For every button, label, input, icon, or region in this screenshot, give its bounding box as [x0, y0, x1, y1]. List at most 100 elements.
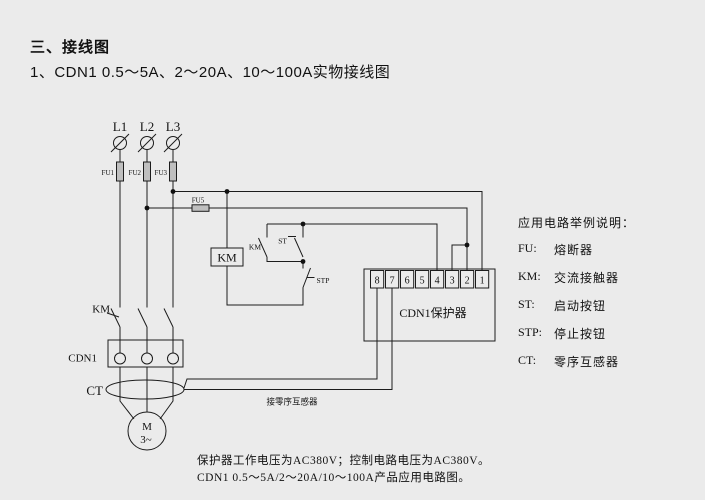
junction-coil-feed	[224, 189, 230, 194]
breaker-cdn1: CDN1	[68, 339, 184, 368]
wire-control-to-terminal4	[267, 223, 438, 271]
ct-label: CT	[86, 383, 103, 398]
legend-key-fu: FU:	[518, 241, 537, 255]
coil-label: KM	[217, 251, 237, 265]
junction-start-top	[300, 221, 306, 227]
phase-label-l3: L3	[166, 119, 180, 134]
junction-l2-feed	[144, 205, 150, 211]
terminal-slash-l3	[163, 133, 183, 153]
fuse-body-fu2	[143, 161, 151, 182]
terminal-box-8	[370, 270, 385, 289]
legend-key-st: ST:	[518, 297, 535, 311]
junction-l3-feed	[170, 189, 176, 194]
fuse-label-fu2: FU2	[129, 169, 142, 177]
motor: M 3~	[127, 411, 167, 451]
terminal-number-6: 6	[405, 276, 410, 287]
phase-label-l1: L1	[113, 119, 127, 134]
fuse-fu2: FU2	[129, 149, 151, 182]
footer-line1: 保护器工作电压为AC380V；控制电路电压为AC380V。	[197, 455, 491, 467]
fuse-label-fu3: FU3	[155, 169, 168, 177]
terminal-box-5	[415, 270, 430, 289]
legend-value-fu: 熔断器	[554, 243, 594, 257]
wire-coil-bottom	[226, 266, 304, 306]
ct-secondary-wires	[183, 288, 393, 390]
title-block: 三、接线图 1、CDN1 0.5～5A、2～20A、10～100A实物接线图	[30, 36, 390, 82]
fuse-body-fu5	[191, 204, 210, 212]
ct-transformer: CT 接零序互感器	[86, 288, 393, 407]
footer-line2: CDN1 0.5～5A/2～20A/10～100A产品应用电路图。	[197, 472, 471, 484]
legend-value-ct: 零序互感器	[554, 355, 620, 369]
fuse-label-fu1: FU1	[102, 169, 115, 177]
terminal-slash-l2	[137, 133, 157, 153]
stop-button-label: STP	[317, 276, 330, 285]
wire-terminal3-branch	[451, 244, 467, 271]
stop-button-wires	[302, 261, 315, 288]
breaker-label: CDN1	[68, 353, 97, 365]
terminal-number-1: 1	[480, 276, 485, 287]
terminal-number-7: 7	[390, 276, 395, 287]
legend-value-stp: 停止按钮	[554, 327, 607, 341]
terminal-box-1	[475, 270, 490, 289]
legend-key-km: KM:	[518, 269, 541, 283]
terminal-number-2: 2	[465, 276, 470, 287]
breaker-stubs	[119, 340, 174, 354]
start-button-wires	[288, 224, 304, 258]
motor-label: M	[142, 421, 152, 433]
junction-terminal23	[464, 242, 470, 248]
phase-input-l2: L2	[137, 119, 157, 153]
protector-box	[363, 268, 496, 342]
motor-phase-label: 3~	[140, 434, 152, 446]
phase-label-l2: L2	[140, 119, 154, 134]
stop-button-stp: STP	[302, 261, 330, 288]
terminal-number-3: 3	[450, 276, 455, 287]
footer-notes: 保护器工作电压为AC380V；控制电路电压为AC380V。 CDN1 0.5～5…	[197, 453, 490, 487]
terminal-box-2	[460, 270, 475, 289]
ct-ring	[105, 379, 185, 400]
terminal-number-5: 5	[420, 276, 425, 287]
contactor-coil-km: KM	[210, 191, 304, 306]
fuse-fu5: FU5	[191, 197, 210, 212]
legend-key-ct: CT:	[518, 353, 537, 367]
wire-l2-to-terminal2	[147, 207, 468, 271]
main-contacts-km: KM	[92, 304, 174, 340]
legend-value-st: 启动按钮	[554, 299, 607, 313]
subtitle: 1、CDN1 0.5～5A、2～20A、10～100A实物接线图	[30, 64, 391, 81]
junction-start-bottom	[300, 259, 306, 264]
phase-input-l1: L1	[110, 119, 130, 153]
section-title: 三、接线图	[30, 39, 111, 56]
legend-item-ct: CT: 零序互感器	[518, 353, 635, 370]
legend: 应用电路举例说明： FU: 熔断器 KM: 交流接触器 ST: 启动按钮 STP…	[518, 214, 635, 381]
terminal-box-7	[385, 270, 400, 289]
protector-label: CDN1保护器	[399, 306, 466, 320]
wire-to-motor	[119, 367, 174, 420]
terminal-number-4: 4	[435, 276, 440, 287]
terminal-number-8: 8	[375, 276, 380, 287]
terminal-slash-l1	[110, 133, 130, 153]
fuse-fu1: FU1	[102, 149, 124, 182]
ct-note: 接零序互感器	[266, 397, 318, 407]
legend-item-km: KM: 交流接触器	[518, 269, 635, 286]
start-button-st: ST	[278, 224, 304, 258]
main-contact-label: KM	[92, 304, 110, 316]
wire-l3-to-terminal1	[173, 191, 483, 271]
fuse-fu3: FU3	[155, 149, 177, 182]
breaker-pole-3	[167, 352, 179, 365]
terminal-box-4	[430, 270, 445, 289]
aux-contact-km: KM	[249, 224, 303, 262]
breaker-pole-2	[141, 352, 153, 365]
legend-title: 应用电路举例说明：	[518, 216, 636, 230]
fuse-label-fu5: FU5	[192, 197, 205, 205]
aux-contact-label: KM	[249, 243, 261, 252]
terminal-box-3	[445, 270, 460, 289]
terminal-box-6	[400, 270, 415, 289]
phase-input-l3: L3	[163, 119, 183, 153]
legend-value-km: 交流接触器	[554, 271, 620, 285]
legend-item-fu: FU: 熔断器	[518, 241, 635, 258]
aux-contact-wires	[258, 224, 303, 262]
fuse-body-fu1	[116, 161, 124, 182]
legend-key-stp: STP:	[518, 325, 543, 339]
breaker-box	[107, 339, 184, 368]
motor-circle	[127, 411, 167, 451]
